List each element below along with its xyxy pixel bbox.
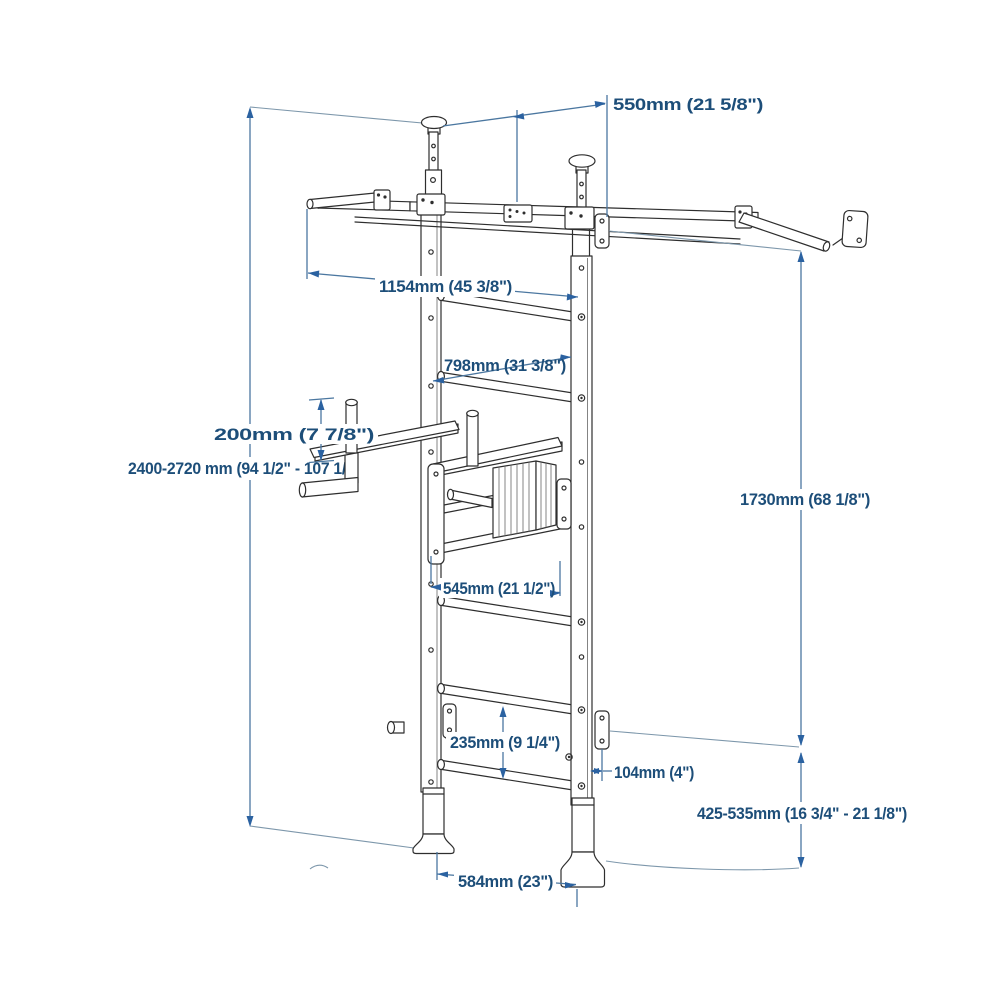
- dimension-dip-handle-height: 200mm (7 7/8"): [210, 397, 378, 464]
- dimension-rung-spacing: 235mm (9 1/4"): [446, 706, 562, 779]
- dimension-total-height: 2400-2720 mm (94 1/2" - 107 1/: [126, 106, 434, 849]
- dimension-label-pullup-bar-width: 1154mm (45 3/8"): [379, 277, 512, 296]
- right-angled-grip: [738, 212, 830, 252]
- dimension-label-total-height: 2400-2720 mm (94 1/2" - 107 1/: [128, 459, 347, 478]
- dimension-label-bracket-offset: 104mm (4"): [614, 763, 694, 782]
- dimension-base-width: 584mm (23"): [436, 852, 578, 907]
- front-grip-handle: [301, 476, 359, 498]
- dimension-wall-rail-height: 1730mm (68 1/8"): [608, 230, 873, 746]
- dip-grip-post-right: [466, 412, 479, 467]
- floor-feet: [412, 787, 606, 888]
- dimension-label-wall-rail-height: 1730mm (68 1/8"): [740, 490, 870, 509]
- dimension-ceiling-offset: 550mm (21 5/8"): [442, 95, 763, 217]
- wall-bracket-bar-end: [841, 209, 869, 249]
- dimension-lower-height-range: 425-535mm (16 3/4" - 21 1/8"): [309, 730, 909, 871]
- dimension-label-rung-length: 798mm (31 3/8"): [444, 356, 566, 375]
- dimension-bracket-offset: 104mm (4"): [590, 749, 694, 782]
- dimension-rung-length: 798mm (31 3/8"): [432, 354, 572, 384]
- dimension-pullup-bar-width: 1154mm (45 3/8"): [306, 209, 579, 301]
- ceiling-posts: [420, 115, 596, 259]
- pullup-bar-assembly: [306, 189, 869, 252]
- dimension-annotations: 550mm (21 5/8") 1154mm (45 3/8") 798mm (…: [210, 95, 909, 907]
- ladder-structure: [298, 115, 869, 888]
- dimension-label-rung-spacing: 235mm (9 1/4"): [450, 733, 560, 752]
- dimension-label-ceiling-offset: 550mm (21 5/8"): [613, 95, 763, 114]
- wall-brackets: [386, 213, 610, 761]
- rail-holes: [428, 249, 586, 790]
- dimension-label-base-width: 584mm (23"): [458, 872, 553, 891]
- dimension-label-dip-handle-height: 200mm (7 7/8"): [214, 425, 374, 444]
- dimension-label-lower-height-range: 425-535mm (16 3/4" - 21 1/8"): [697, 804, 907, 823]
- dimension-dip-grip-spacing: 545mm (21 1/2"): [430, 556, 561, 598]
- dimension-label-dip-grip-spacing: 545mm (21 1/2"): [443, 579, 555, 598]
- backrest-pad: [492, 460, 557, 539]
